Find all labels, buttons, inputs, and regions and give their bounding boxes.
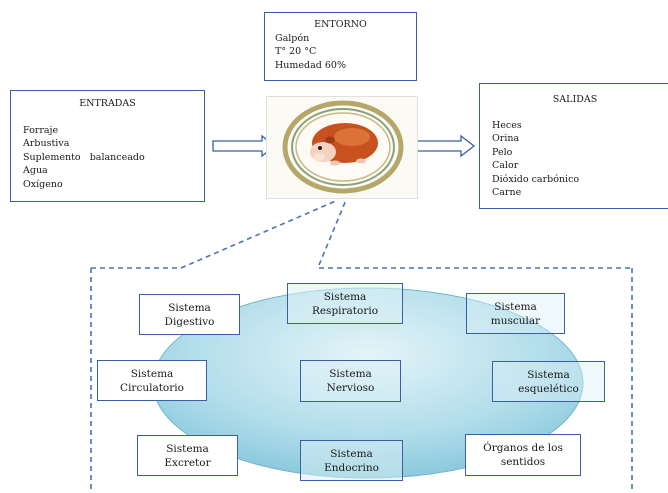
entradas-line: Suplemento balanceado xyxy=(23,151,145,163)
entradas-line: Arbustiva xyxy=(23,138,70,149)
salidas-title: SALIDAS xyxy=(552,94,598,105)
system-label: Circulatorio xyxy=(120,381,184,394)
system-label: Endocrino xyxy=(324,461,379,474)
salidas-line: Carne xyxy=(492,187,522,198)
system-box-endocrino: Sistema Endocrino xyxy=(300,440,403,481)
guinea-pig-image-frame xyxy=(266,96,418,199)
guinea-pig-icon xyxy=(282,100,404,194)
system-label: Sistema xyxy=(323,290,367,303)
system-label: Sistema xyxy=(166,442,209,455)
entorno-line: Galpón xyxy=(275,32,310,44)
systems-dashed-frame xyxy=(90,199,633,493)
entorno-line: T° 20 °C xyxy=(275,46,317,57)
system-box-organos-sentidos: Órganos de los sentidos xyxy=(465,434,581,476)
system-label: Sistema xyxy=(330,447,373,460)
system-label: Sistema xyxy=(168,301,211,314)
salidas-line: Calor xyxy=(492,160,519,171)
entradas-line: Oxígeno xyxy=(23,178,63,190)
entradas-box: ENTRADAS Forraje Arbustiva Suplemento ba… xyxy=(10,90,205,202)
system-label: Nervioso xyxy=(326,382,375,394)
salidas-line: Heces xyxy=(492,119,522,131)
system-box-muscular: Sistema muscular xyxy=(466,293,565,334)
system-label: sentidos xyxy=(500,456,546,468)
entradas-line: Forraje xyxy=(23,124,59,136)
entorno-title: ENTORNO xyxy=(314,19,367,30)
system-label: Respiratorio xyxy=(311,304,379,317)
system-label: Digestivo xyxy=(164,315,215,328)
salidas-line: Pelo xyxy=(492,146,513,158)
system-label: esquelético xyxy=(518,382,579,395)
system-label: Sistema xyxy=(494,300,537,313)
system-box-circulatorio: Sistema Circulatorio xyxy=(97,360,207,401)
system-box-digestivo: Sistema Digestivo xyxy=(139,294,240,335)
system-label: muscular xyxy=(490,314,541,327)
entradas-line: Agua xyxy=(23,165,48,176)
system-box-excretor: Sistema Excretor xyxy=(137,435,238,476)
system-box-nervioso: Sistema Nervioso xyxy=(300,360,401,402)
system-label: Sistema xyxy=(329,368,372,380)
salidas-line: Dióxido carbónico xyxy=(492,173,580,185)
system-box-esqueletico: Sistema esquelético xyxy=(492,361,605,402)
entradas-title: ENTRADAS xyxy=(79,98,136,109)
salidas-line: Orina xyxy=(492,133,520,144)
entorno-line: Humedad 60% xyxy=(275,59,346,71)
system-label: Sistema xyxy=(527,368,570,381)
system-box-respiratorio: Sistema Respiratorio xyxy=(287,283,403,324)
salidas-box: SALIDAS Heces Orina Pelo Calor Dióxido c… xyxy=(479,83,668,209)
system-label: Excretor xyxy=(164,456,211,469)
system-label: Órganos de los xyxy=(483,442,563,454)
entorno-box: ENTORNO Galpón T° 20 °C Humedad 60% xyxy=(264,12,417,81)
system-label: Sistema xyxy=(130,367,174,380)
output-arrow xyxy=(411,134,476,158)
